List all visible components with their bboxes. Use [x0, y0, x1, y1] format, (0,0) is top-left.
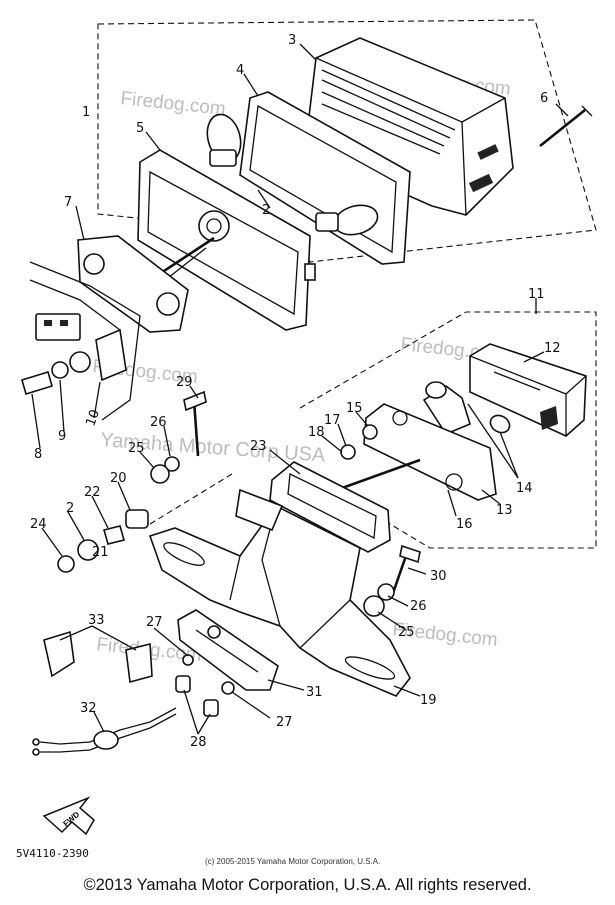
callout-29: 29 [176, 375, 193, 390]
watermark: Firedog.com [119, 88, 226, 120]
callout-9: 9 [58, 429, 66, 444]
callout-27-left: 27 [146, 615, 163, 630]
callout-2-lower: 2 [66, 501, 74, 516]
plate-16 [363, 403, 497, 501]
small-copyright: (c) 2005-2015 Yamaha Motor Corporation, … [205, 857, 380, 866]
callout-8: 8 [34, 447, 42, 462]
leader-dashed [149, 473, 233, 525]
callout-16: 16 [456, 517, 473, 532]
callout-15: 15 [346, 401, 363, 416]
fasteners [57, 390, 421, 717]
wire-harness-32 [32, 630, 177, 756]
callout-1: 1 [82, 105, 90, 120]
callout-25-left: 25 [128, 441, 145, 456]
callout-layer: 1 2 3 4 5 6 7 8 9 10 11 12 13 14 15 16 1… [30, 33, 561, 750]
callout-33: 33 [88, 613, 105, 628]
bulb-upper [206, 113, 242, 167]
bulb-lower [315, 204, 379, 236]
diagram-code: 5V4110-2390 [16, 847, 89, 860]
callout-2: 2 [262, 203, 270, 218]
callout-6: 6 [540, 91, 548, 106]
callout-17: 17 [324, 413, 341, 428]
screw-6 [539, 105, 593, 148]
bracket-31 [177, 609, 279, 691]
callout-23: 23 [250, 439, 267, 454]
callout-25-right: 25 [398, 625, 415, 640]
callout-30: 30 [430, 569, 447, 584]
callout-12: 12 [544, 341, 561, 356]
callout-21: 21 [92, 545, 109, 560]
fwd-arrow-icon: FWD [42, 796, 95, 836]
callout-20: 20 [110, 471, 127, 486]
callout-24: 24 [30, 517, 47, 532]
leader-lines [31, 43, 569, 735]
gasket-23 [269, 461, 391, 553]
callout-7: 7 [64, 195, 72, 210]
callout-26-left: 26 [150, 415, 167, 430]
bracket-19 [148, 488, 411, 697]
license-light-12 [469, 343, 587, 437]
callout-11: 11 [528, 287, 545, 302]
callout-5: 5 [136, 121, 144, 136]
copyright-notice: ©2013 Yamaha Motor Corporation, U.S.A. A… [83, 876, 532, 894]
callout-31: 31 [306, 685, 323, 700]
frame-left [21, 261, 141, 421]
callout-18: 18 [308, 425, 325, 440]
bracket-7 [77, 235, 215, 333]
callout-10: 10 [83, 408, 103, 429]
callout-28: 28 [190, 735, 207, 750]
callout-26-right: 26 [410, 599, 427, 614]
callout-19: 19 [420, 693, 437, 708]
callout-22: 22 [84, 485, 101, 500]
callout-27-right: 27 [276, 715, 293, 730]
callout-14: 14 [516, 481, 533, 496]
callout-13: 13 [496, 503, 513, 518]
assembly-1-outline [97, 19, 597, 263]
callout-4: 4 [236, 63, 244, 78]
callout-3: 3 [288, 33, 296, 48]
callout-32: 32 [80, 701, 97, 716]
